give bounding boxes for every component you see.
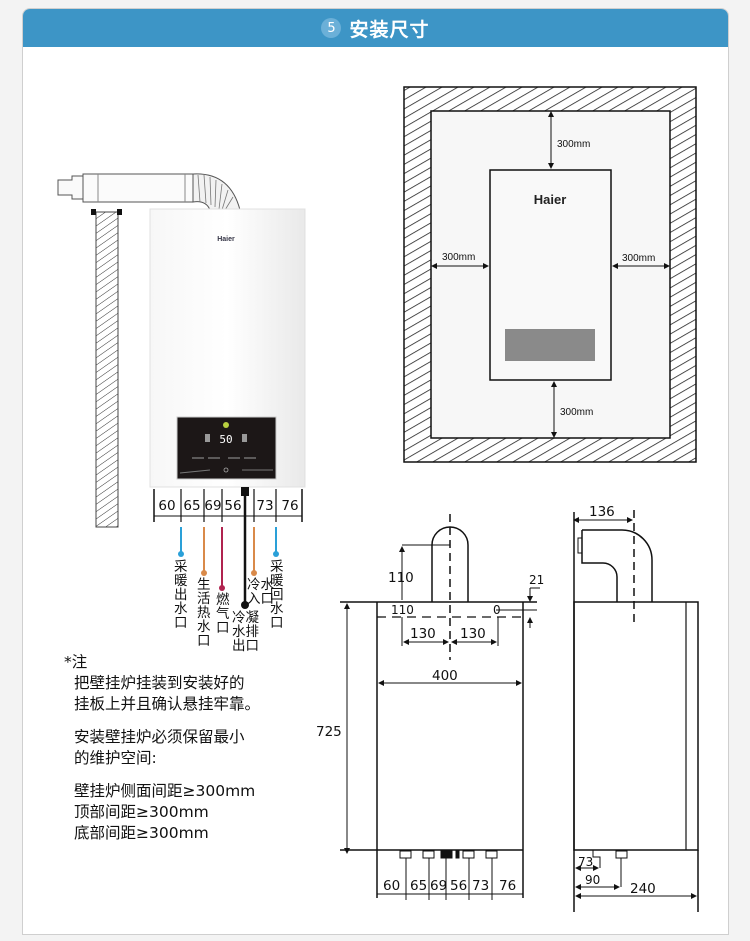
clearance-requirement: 顶部间距≥300mm — [74, 803, 209, 821]
dim-flue-height: 110 — [388, 570, 414, 586]
wall-bracket — [91, 209, 96, 215]
connection-label: 采暖回水口 — [270, 559, 284, 631]
status-led-icon — [223, 422, 229, 428]
panel-placeholder — [505, 329, 595, 361]
note-text: 挂板上并且确认悬挂牢靠。 — [74, 695, 261, 713]
spacing-label: 76 — [281, 498, 298, 514]
spacing-label: 65 — [183, 498, 200, 514]
front-view-labels: 110 110 0 21 130 130 400 725 60 65 69 56… — [316, 570, 544, 894]
clearance-right: 300mm — [622, 253, 655, 264]
bottom-spacing-label: 73 — [472, 878, 489, 894]
section-title: 安装尺寸 — [349, 18, 430, 41]
dim-pipe1: 73 — [578, 855, 593, 869]
wall-hatch — [95, 211, 119, 528]
connection-label: 燃气口 — [216, 592, 230, 636]
dim-width: 400 — [432, 668, 458, 684]
section-number-badge: 5 — [321, 18, 342, 38]
bottom-spacing-label: 60 — [383, 878, 400, 894]
spacing-label: 60 — [158, 498, 175, 514]
section-header: 5 安装尺寸 — [23, 9, 728, 47]
connection-label: 冷水入口 — [247, 577, 274, 607]
clearance-requirement: 底部间距≥300mm — [74, 824, 209, 842]
note-text: 把壁挂炉挂装到安装好的 — [74, 674, 245, 692]
front-view-drawing — [340, 514, 540, 900]
clearance-requirement: 壁挂炉侧面间距≥300mm — [74, 782, 256, 800]
note-text: 的维护空间: — [74, 749, 157, 767]
notes-heading: *注 — [64, 653, 88, 671]
left-bottom-dimensions: 60 65 69 56 73 76 — [153, 487, 303, 522]
spacing-label: 56 — [224, 498, 241, 514]
bottom-spacing-label: 56 — [450, 878, 467, 894]
control-panel: 50 — [176, 416, 277, 480]
connection-leaders — [178, 496, 279, 609]
clearance-left: 300mm — [442, 252, 475, 263]
bottom-spacing-label: 76 — [499, 878, 516, 894]
spacing-label: 69 — [204, 498, 221, 514]
display-readout: 50 — [219, 433, 232, 446]
dim-height: 725 — [316, 724, 342, 740]
connection-label: 冷凝水排出口 — [232, 610, 259, 654]
dim-right-span: 130 — [460, 626, 486, 642]
dim-left-span: 130 — [410, 626, 436, 642]
dim-top-offset: 21 — [529, 573, 544, 587]
flue-pipe — [57, 173, 241, 211]
dim-pipe2: 90 — [585, 873, 600, 887]
hanger-hole-icon: 0 — [493, 603, 501, 617]
spacing-label: 73 — [256, 498, 273, 514]
wall-bracket — [117, 209, 122, 215]
note-text: 安装壁挂炉必须保留最小 — [74, 728, 245, 746]
clearance-top: 300mm — [557, 139, 590, 150]
bottom-spacing-label: 69 — [430, 878, 447, 894]
clearance-bottom: 300mm — [560, 407, 593, 418]
installation-notes: *注 把壁挂炉挂装到安装好的 挂板上并且确认悬挂牢靠。 安装壁挂炉必须保留最小 … — [64, 652, 260, 844]
clearance-brand: Haier — [534, 192, 567, 207]
side-view-labels: 136 73 90 240 — [578, 504, 656, 897]
connection-label: 采暖出水口 — [174, 559, 188, 631]
power-icon — [223, 467, 229, 473]
bottom-spacing-label: 65 — [410, 878, 427, 894]
dim-flue-offset: 110 — [391, 603, 414, 617]
product-view: Haier 50 60 — [57, 173, 306, 609]
dim-flue-depth: 136 — [589, 504, 615, 520]
side-view-drawing — [573, 510, 699, 912]
dim-depth: 240 — [630, 881, 656, 897]
boiler-brand: Haier — [217, 236, 235, 243]
clearance-diagram: Haier 300mm 300mm 300mm 300mm — [403, 86, 697, 463]
connection-label: 生活热水口 — [197, 577, 211, 649]
